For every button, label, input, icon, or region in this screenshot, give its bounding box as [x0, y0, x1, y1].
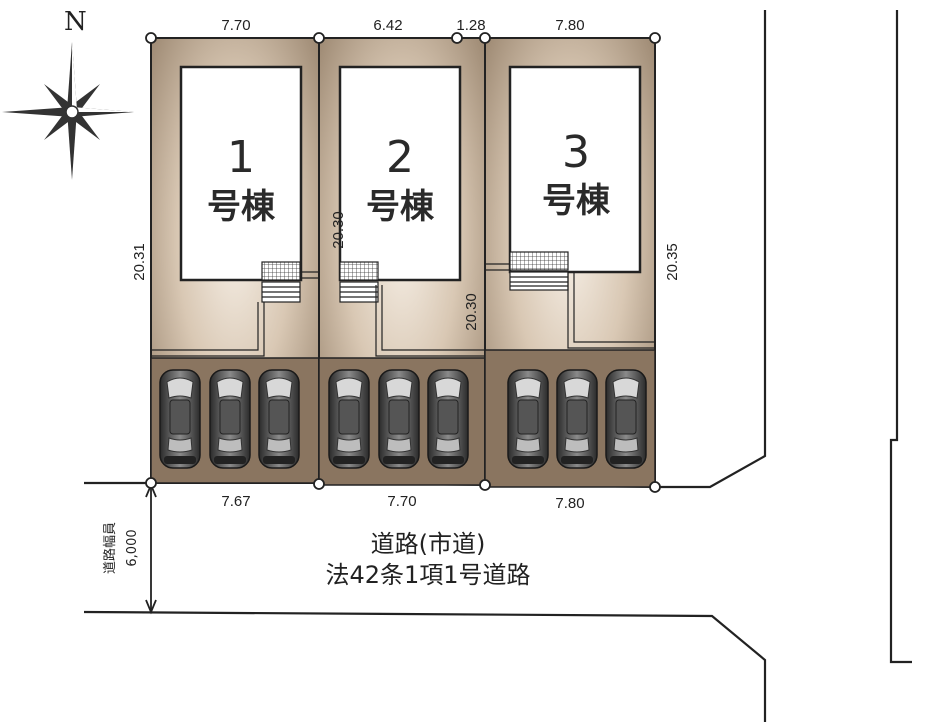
lot-1-car-1: [159, 369, 201, 469]
lot-2-car-2: [378, 369, 420, 469]
lot-1-car-3: [258, 369, 300, 469]
lot-3-car-1: [507, 369, 549, 469]
road-width-label: 道路幅員: [102, 522, 118, 574]
lot-3-number: 3: [562, 127, 590, 178]
lot-1-name: 号棟: [207, 187, 276, 227]
lot-3-bottom-dimension: 7.80: [555, 495, 584, 512]
lot-1-car-2: [209, 369, 251, 469]
lot-2-entrance-grate: [339, 261, 379, 281]
lot-2-car-1: [328, 369, 370, 469]
north-label: N: [64, 7, 87, 37]
road-name: 道路(市道): [371, 530, 486, 558]
lot-2-top-dimension: 6.42: [373, 17, 402, 34]
lot-3-entrance-grate: [509, 251, 569, 271]
lot-2-car-3: [427, 369, 469, 469]
lot-1-top-dimension: 7.70: [221, 17, 250, 34]
lot-2-left-dimension: 20.30: [330, 211, 347, 249]
lot-2-bottom-dimension: 7.70: [387, 493, 416, 510]
lot-3: [484, 37, 656, 489]
lot-3-name: 号棟: [542, 181, 611, 221]
lot-2-number: 2: [386, 132, 414, 183]
lot-1: [150, 37, 320, 484]
lot-2-top-extra-dimension: 1.28: [456, 17, 485, 34]
lot-1-building: [179, 65, 303, 282]
lot-1-bottom-dimension: 7.67: [221, 493, 250, 510]
lot-1-entrance-grate: [261, 261, 301, 281]
lot-1-left-dimension: 20.31: [131, 243, 148, 281]
north-compass-icon: [2, 42, 134, 180]
lot-2-steps: [339, 281, 379, 303]
lot-2: [318, 37, 486, 487]
lot-1-steps: [261, 281, 301, 303]
lot-2-right-dimension: 20.30: [463, 293, 480, 331]
lot-2-name: 号棟: [366, 187, 435, 227]
lot-3-top-dimension: 7.80: [555, 17, 584, 34]
lot-3-steps: [509, 271, 569, 291]
lot-3-building: [508, 65, 642, 274]
lot-2-building: [338, 65, 462, 282]
road-width-dimension: [145, 482, 157, 615]
lot-3-right-dimension: 20.35: [664, 243, 681, 281]
boundary-markers: [145, 32, 661, 493]
road-width-value: 6,000: [125, 529, 140, 566]
lot-3-car-2: [556, 369, 598, 469]
road-law: 法42条1項1号道路: [325, 561, 530, 589]
site-boundary-lines: [83, 10, 912, 722]
lot-3-car-3: [605, 369, 647, 469]
lot-1-number: 1: [227, 132, 255, 183]
